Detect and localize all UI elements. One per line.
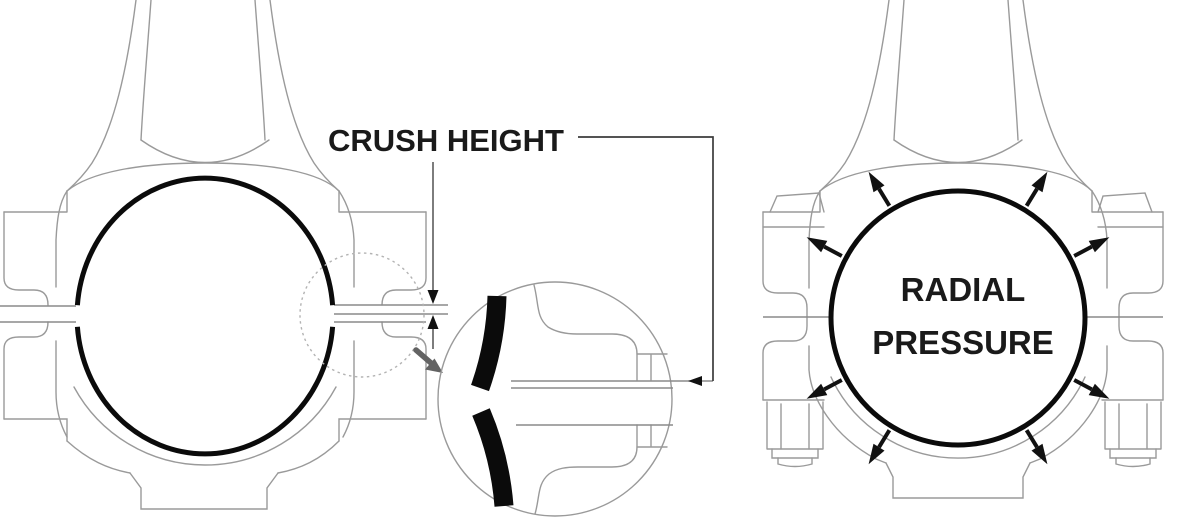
crush-height-label: CRUSH HEIGHT bbox=[328, 123, 564, 158]
crush-height-dimension bbox=[413, 162, 443, 373]
crush-height-leader-line bbox=[578, 136, 714, 381]
radial-arrow-icon bbox=[868, 429, 892, 465]
radial-arrow-icon bbox=[806, 237, 843, 258]
radial-arrow-icon bbox=[806, 378, 843, 399]
right-rod-bearing bbox=[828, 188, 1088, 448]
radial-pressure-label-group: RADIAL PRESSURE bbox=[872, 271, 1054, 361]
right-connecting-rod: RADIAL PRESSURE bbox=[762, 0, 1164, 499]
radial-arrow-icon bbox=[1024, 171, 1048, 207]
radial-arrow-icon bbox=[1073, 237, 1110, 258]
left-rod-big-end-housing bbox=[3, 162, 427, 510]
detail-view-circle bbox=[437, 281, 673, 517]
magnified-detail-pointer-arrow-icon bbox=[425, 358, 443, 373]
radial-pressure-arrows bbox=[806, 171, 1110, 465]
dimension-arrow-down-icon bbox=[427, 290, 439, 304]
radial-arrow-icon bbox=[1024, 429, 1048, 465]
radial-pressure-label-line2: PRESSURE bbox=[872, 324, 1054, 361]
left-connecting-rod bbox=[0, 0, 448, 510]
leader-arrowhead-icon bbox=[688, 376, 702, 386]
detail-bearing-lower-shell bbox=[472, 408, 514, 507]
left-rod-bearing-shells bbox=[74, 175, 336, 457]
right-rod-big-end-housing bbox=[762, 162, 1164, 499]
radial-pressure-label-line1: RADIAL bbox=[901, 271, 1026, 308]
detail-indicator-dotted-circle bbox=[299, 252, 425, 378]
crush-height-detail-view bbox=[437, 281, 713, 517]
left-rod-parting-line-faces bbox=[0, 304, 448, 323]
right-rod-left-bolt bbox=[766, 401, 824, 468]
radial-arrow-icon bbox=[868, 171, 892, 207]
radial-arrow-icon bbox=[1073, 378, 1110, 399]
right-rod-right-bolt bbox=[1104, 401, 1162, 468]
detail-bearing-upper-shell bbox=[471, 295, 507, 392]
crush-height-label-group: CRUSH HEIGHT bbox=[328, 123, 714, 386]
dimension-arrow-up-icon bbox=[427, 315, 439, 329]
